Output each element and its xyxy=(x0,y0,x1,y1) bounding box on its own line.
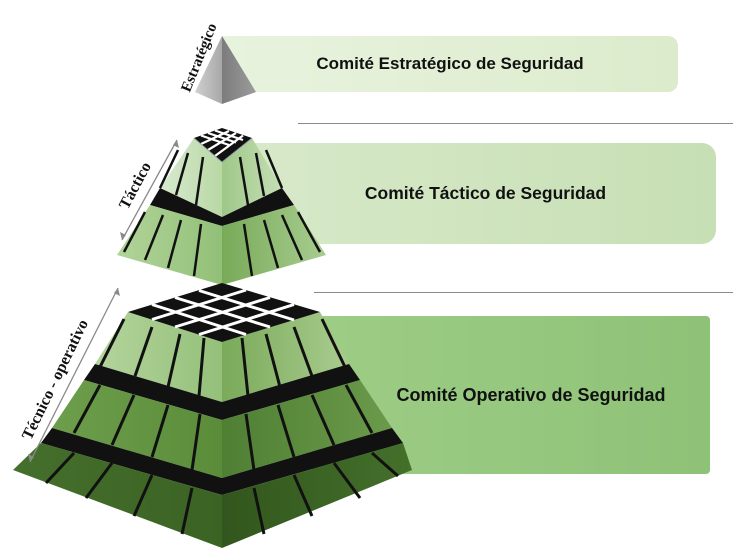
committee-label-operativo: Comité Operativo de Seguridad xyxy=(396,384,666,405)
banner-tactico: Comité Táctico de Seguridad xyxy=(255,143,716,244)
tactical-pyramid xyxy=(117,128,326,285)
committee-label-estrategico: Comité Estratégico de Seguridad xyxy=(316,54,584,73)
operational-pyramid xyxy=(13,283,412,548)
divider-line-1 xyxy=(298,123,733,124)
banner-estrategico: Comité Estratégico de Seguridad xyxy=(222,36,678,92)
apex-pyramid xyxy=(195,36,256,104)
committee-label-tactico: Comité Táctico de Seguridad xyxy=(364,183,607,203)
side-arrows xyxy=(28,139,179,463)
divider-line-2 xyxy=(314,292,733,293)
